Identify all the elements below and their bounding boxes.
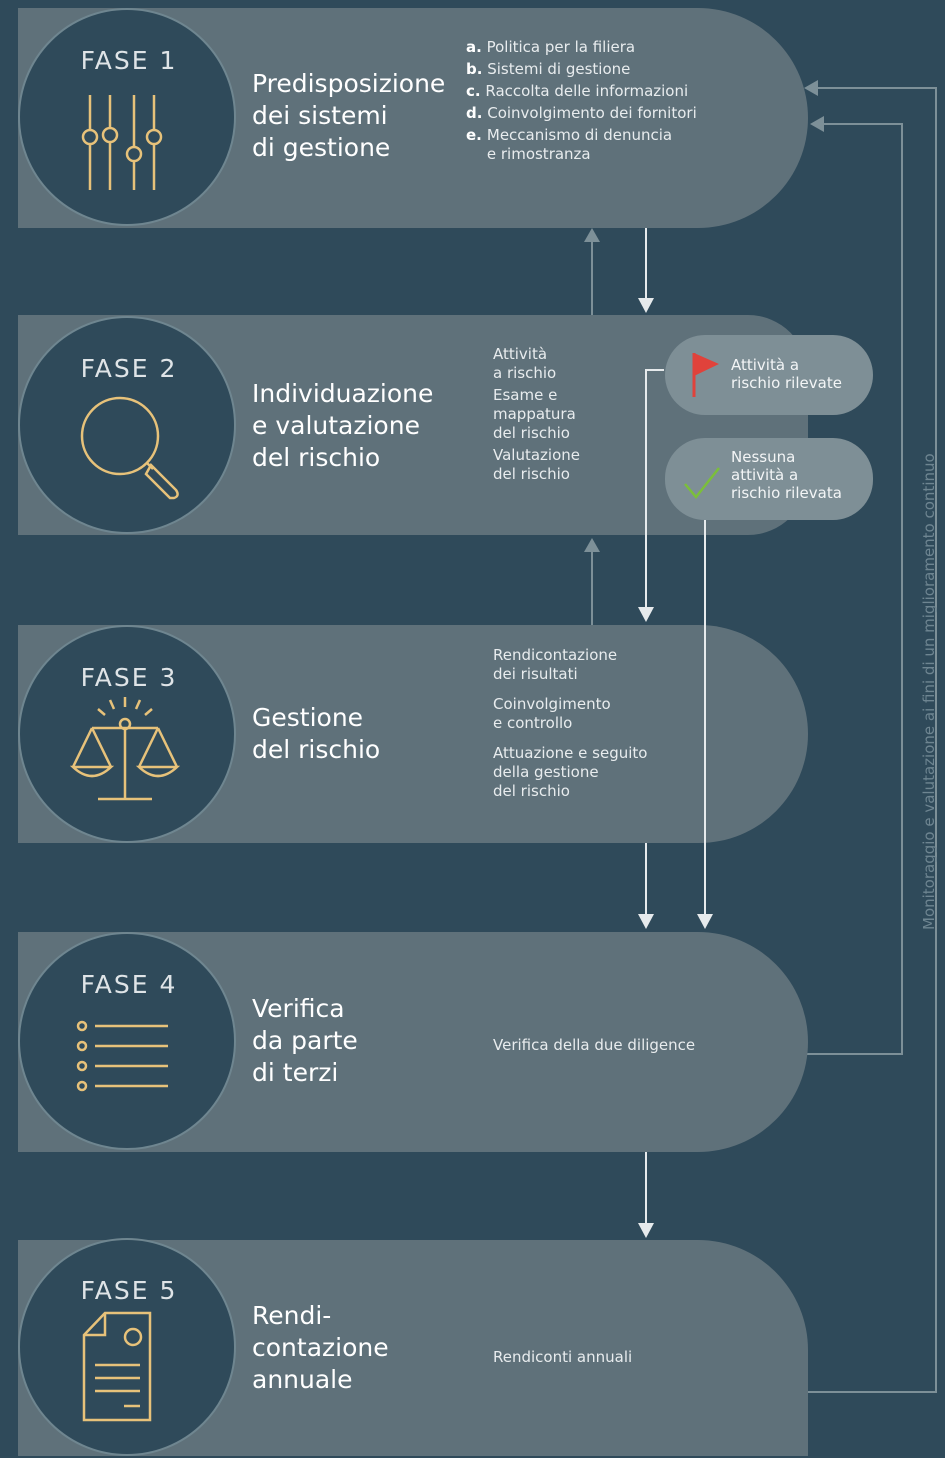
- phase-4-items: Verifica della due diligence: [493, 1036, 695, 1066]
- arrow-head-up-2: [584, 538, 600, 552]
- monitoring-loop-line-inner: [806, 123, 903, 1055]
- phase-2-item-1: Attività a rischio: [493, 345, 557, 382]
- phase-2-title: Individuazione e valutazione del rischio: [252, 379, 434, 472]
- phase-1-item-d: d. Coinvolgimento dei fornitori: [466, 104, 697, 122]
- phase-1-items: a. Politica per la filiera b. Sistemi di…: [466, 38, 697, 167]
- phase-1-circle: FASE 1: [18, 8, 236, 226]
- phase-3-item-2: Coinvolgimento e controllo: [493, 695, 611, 732]
- red-flag-icon: [692, 353, 719, 397]
- scales-icon: [69, 697, 181, 801]
- phase-5-circle: FASE 5: [18, 1238, 236, 1456]
- phase-5-label: FASE 5: [80, 1276, 178, 1305]
- document-icon: [82, 1311, 152, 1422]
- phase-3-circle: FASE 3: [18, 625, 236, 843]
- phase-4-title: Verifica da parte di terzi: [252, 994, 358, 1087]
- phase-1-item-e: e.Meccanismo di denuncia e rimostranza: [466, 126, 673, 163]
- phase-2-item-3: Valutazione del rischio: [493, 446, 580, 483]
- checkmark-icon: [684, 467, 720, 499]
- arrow-head-down-1: [638, 298, 654, 313]
- phase-5-title: Rendi- contazione annuale: [252, 1301, 389, 1394]
- phase-5-item-1: Rendiconti annuali: [493, 1348, 633, 1366]
- phase-3-item-1: Rendicontazione dei risultati: [493, 646, 618, 683]
- phase-4-item-1: Verifica della due diligence: [493, 1036, 696, 1054]
- checklist-icon: [76, 1020, 168, 1092]
- phase-2-circle: FASE 2: [18, 316, 236, 534]
- phase-1-item-c: c. Raccolta delle informazioni: [466, 82, 689, 100]
- phase-1-item-a: a. Politica per la filiera: [466, 38, 636, 56]
- arrow-head-up-1: [584, 228, 600, 242]
- phase-1-title: Predisposizione dei sistemi di gestione: [252, 69, 446, 162]
- arrow-head-down-5: [638, 1223, 654, 1238]
- phase-3-label: FASE 3: [80, 663, 178, 692]
- sliders-icon: [81, 95, 163, 190]
- phase-3-title: Gestione del rischio: [252, 703, 381, 764]
- risk-found-text: Attività a rischio rilevate: [731, 356, 842, 392]
- magnifier-icon: [80, 396, 179, 500]
- phase-5-items: Rendiconti annuali: [493, 1348, 632, 1378]
- phase-4-label: FASE 4: [80, 970, 178, 999]
- no-risk-badge: Nessuna attività a rischio rilevata: [665, 438, 873, 520]
- phase-4-circle: FASE 4: [18, 932, 236, 1150]
- arrow-head-down-3: [638, 914, 654, 929]
- phase-3-items: Rendicontazione dei risultati Coinvolgim…: [493, 646, 647, 812]
- no-risk-text: Nessuna attività a rischio rilevata: [731, 448, 842, 502]
- phase-2-label: FASE 2: [80, 354, 178, 383]
- monitoring-side-label: Monitoraggio e valutazione ai fini di un…: [920, 453, 938, 930]
- monitoring-loop-line-outer: [806, 87, 937, 1393]
- phase-1-item-b: b. Sistemi di gestione: [466, 60, 631, 78]
- phase-3-item-3: Attuazione e seguito della gestione del …: [493, 744, 648, 800]
- arrow-head-down-2: [638, 607, 654, 622]
- arrow-head-down-4: [697, 914, 713, 929]
- risk-found-badge: Attività a rischio rilevate: [665, 335, 873, 415]
- arrow-head-loop-outer: [804, 80, 818, 96]
- connector-risk-to-3: [645, 369, 664, 608]
- arrow-head-loop-inner: [810, 116, 824, 132]
- phase-2-item-2: Esame e mappatura del rischio: [493, 386, 576, 442]
- phase-2-items: Attività a rischio Esame e mappatura del…: [493, 345, 580, 495]
- phase-1-label: FASE 1: [80, 46, 178, 75]
